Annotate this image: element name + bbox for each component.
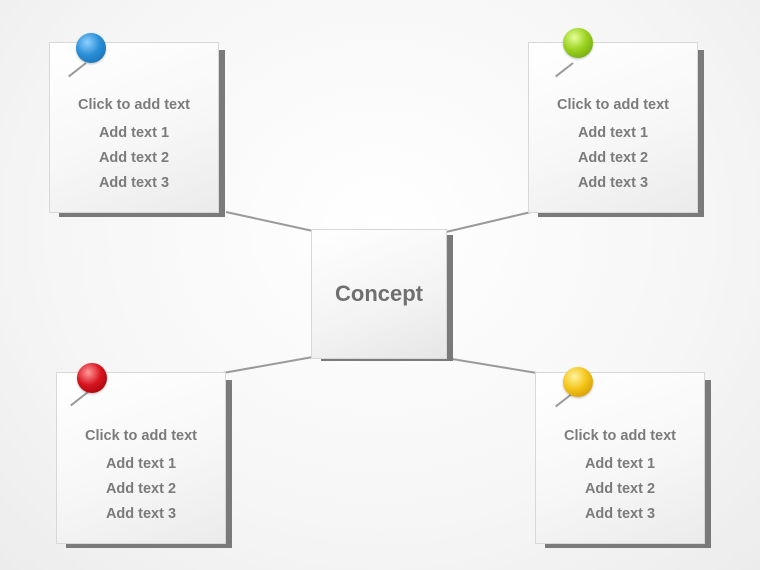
- yellow-pushpin-icon: [563, 367, 593, 397]
- note-item[interactable]: Add text 3: [584, 506, 656, 522]
- note-item[interactable]: Add text 2: [584, 481, 656, 497]
- note-top-left[interactable]: Click to add text Add text 1 Add text 2 …: [49, 42, 219, 213]
- blue-pushpin-icon: [76, 33, 106, 63]
- note-item[interactable]: Add text 1: [584, 456, 656, 472]
- note-item[interactable]: Add text 2: [105, 481, 177, 497]
- note-item[interactable]: Add text 3: [98, 175, 170, 191]
- concept-label[interactable]: Concept: [335, 281, 423, 306]
- note-item[interactable]: Add text 2: [577, 150, 649, 166]
- note-title[interactable]: Click to add text: [85, 428, 197, 444]
- connector-top-left: [225, 211, 314, 232]
- note-title[interactable]: Click to add text: [564, 428, 676, 444]
- green-pushpin-icon: [563, 28, 593, 58]
- note-item[interactable]: Add text 1: [105, 456, 177, 472]
- note-item[interactable]: Add text 3: [105, 506, 177, 522]
- concept-box[interactable]: Concept: [311, 229, 447, 359]
- note-item[interactable]: Add text 1: [577, 125, 649, 141]
- connector-bottom-left: [222, 356, 314, 374]
- note-top-right[interactable]: Click to add text Add text 1 Add text 2 …: [528, 42, 698, 213]
- note-bottom-left[interactable]: Click to add text Add text 1 Add text 2 …: [56, 372, 226, 544]
- note-title[interactable]: Click to add text: [557, 97, 669, 113]
- note-bottom-right[interactable]: Click to add text Add text 1 Add text 2 …: [535, 372, 705, 544]
- note-item[interactable]: Add text 1: [98, 125, 170, 141]
- note-item[interactable]: Add text 2: [98, 150, 170, 166]
- note-item[interactable]: Add text 3: [577, 175, 649, 191]
- note-title[interactable]: Click to add text: [78, 97, 190, 113]
- red-pushpin-icon: [77, 363, 107, 393]
- connector-top-right: [445, 211, 532, 233]
- connector-bottom-right: [451, 358, 538, 374]
